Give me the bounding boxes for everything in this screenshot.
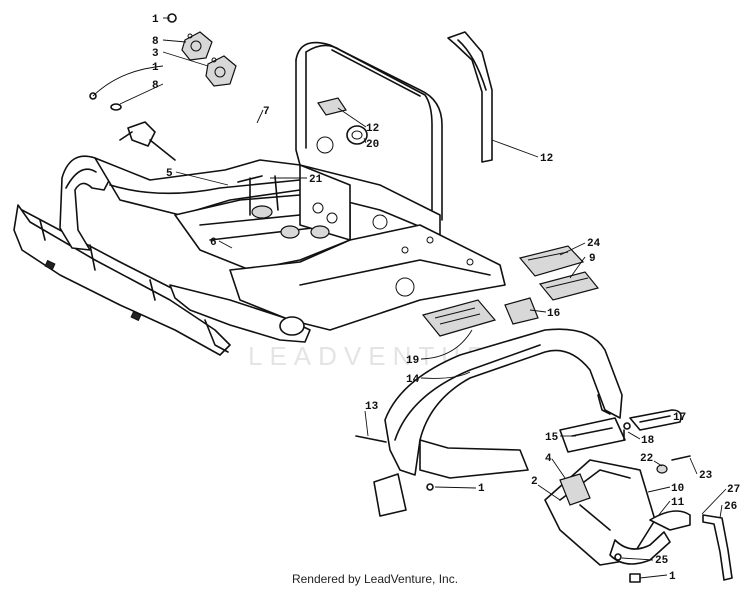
callout-22: 22: [640, 453, 653, 465]
callout-9: 9: [589, 253, 596, 265]
callout-25: 25: [655, 555, 669, 567]
callout-11: 11: [671, 497, 685, 509]
callout-17: 17: [673, 412, 686, 424]
tunnel-brackets: [237, 175, 330, 239]
callout-18: 18: [641, 435, 655, 447]
callout-1-mid: 1: [152, 62, 159, 74]
callout-23: 23: [699, 470, 713, 482]
callout-19: 19: [406, 355, 419, 367]
callout-10: 10: [671, 483, 684, 495]
rear-fender: [384, 328, 623, 479]
callout-2: 2: [531, 476, 538, 488]
callout-6: 6: [210, 237, 217, 249]
decals: [421, 245, 600, 337]
callout-21: 21: [309, 174, 323, 186]
callout-20: 20: [366, 139, 379, 151]
callout-5: 5: [166, 168, 173, 180]
callout-12-decal: 12: [366, 123, 379, 135]
callout-8-mid: 8: [152, 80, 159, 92]
callout-1-fender: 1: [478, 483, 485, 495]
callout-27: 27: [727, 484, 740, 496]
callout-labels: 1 8 3 1 8 7 12 20 12 5 21 6 24 9 16 19 1…: [152, 14, 740, 583]
callout-1-top: 1: [152, 14, 159, 26]
decal-12-and-grommet-20: [317, 97, 368, 145]
callout-7: 7: [263, 106, 270, 118]
callout-3: 3: [152, 48, 159, 60]
callout-4: 4: [545, 453, 552, 465]
trim-strip-12: [447, 31, 493, 163]
bearing-housings: [89, 13, 237, 161]
callout-13: 13: [365, 401, 379, 413]
callout-8-top: 8: [152, 36, 159, 48]
grab-handle-17: [629, 409, 682, 431]
callout-12-strip: 12: [540, 153, 553, 165]
callout-15: 15: [545, 432, 559, 444]
footer-credit: Rendered by LeadVenture, Inc.: [291, 572, 459, 586]
leader-lines: [92, 17, 727, 579]
callout-16: 16: [547, 308, 560, 320]
rear-bracket-15: [559, 417, 631, 453]
mud-flap: [373, 473, 407, 517]
hitch-assembly: [355, 435, 733, 583]
callout-14: 14: [406, 374, 420, 386]
callout-1-bottom: 1: [669, 571, 676, 583]
callout-26: 26: [724, 501, 737, 513]
callout-24: 24: [587, 238, 601, 250]
chassis-frame: [13, 41, 506, 356]
